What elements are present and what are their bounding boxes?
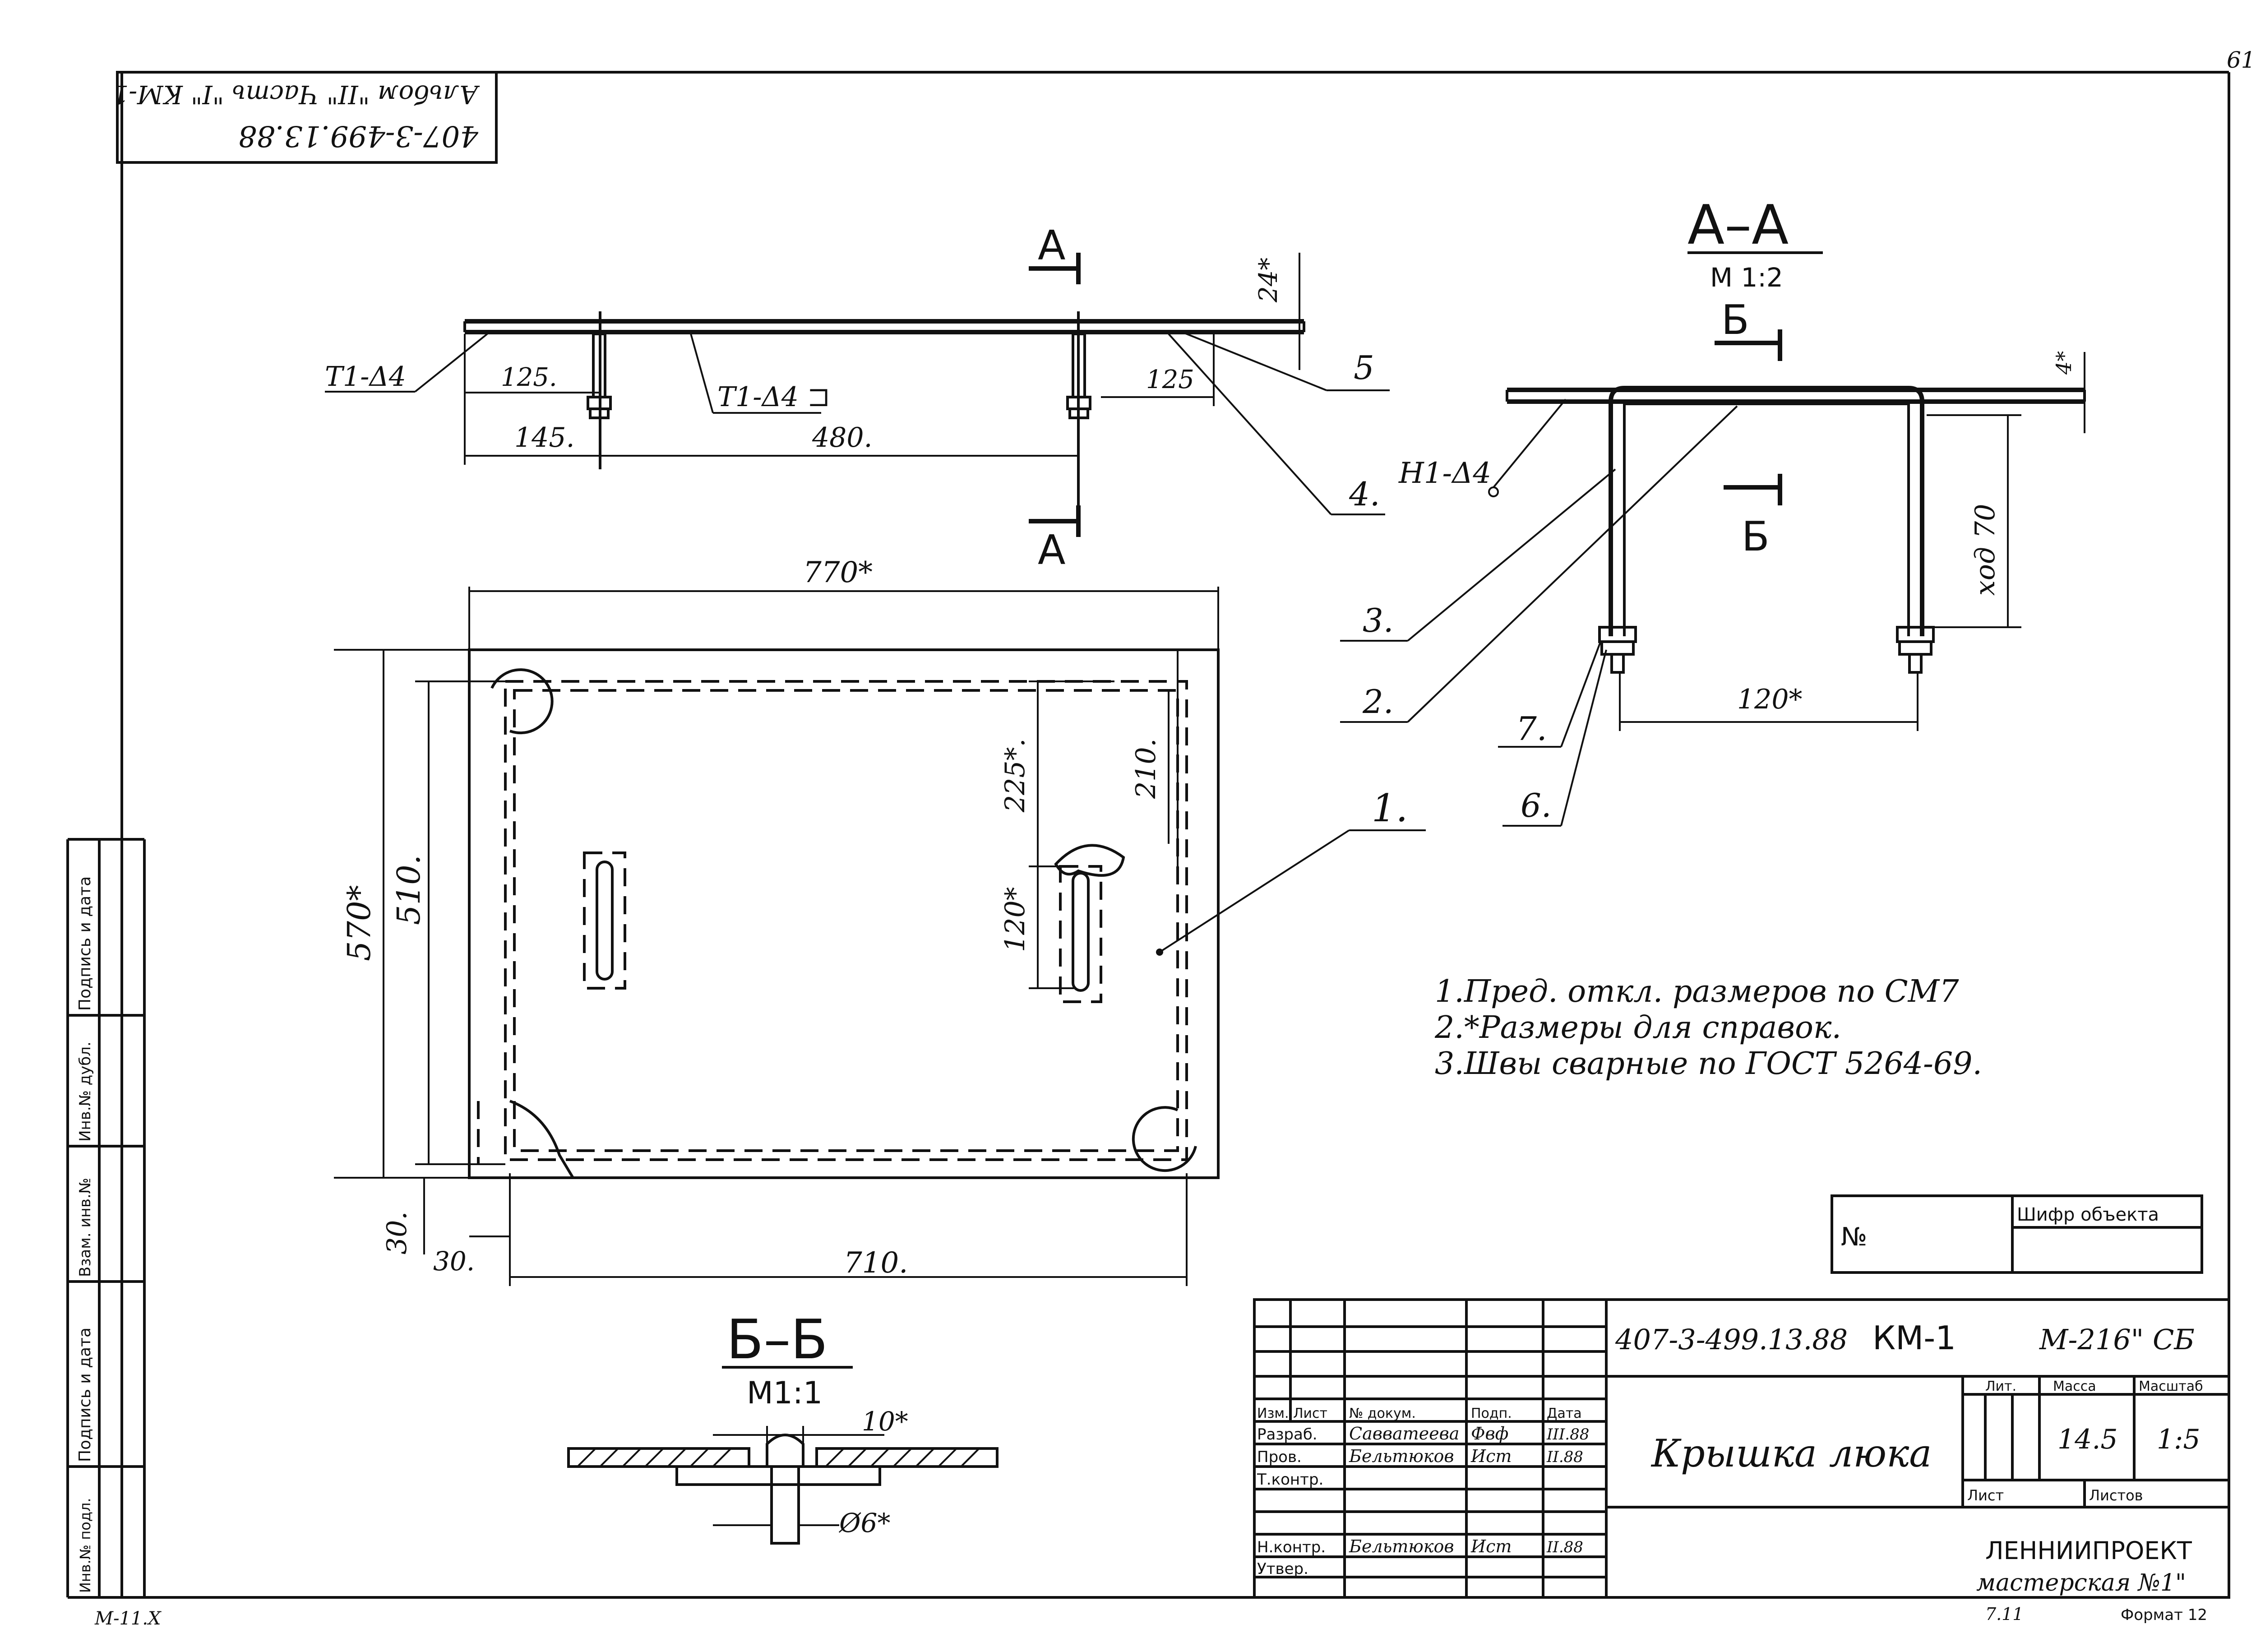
tb-doc-code: 407-3-499.13.88 <box>1615 1323 1848 1356</box>
section-b-b: Б–Б М1:1 10* Ø6* <box>567 1309 999 1545</box>
tb-sheets-label: Листов <box>2089 1487 2143 1504</box>
tb-lit-label: Лит. <box>1985 1379 2016 1394</box>
section-aa-title: А–А <box>1687 194 1789 257</box>
rotated-stamp: 407-3-499.13.88 Альбом "II" Часть "I" КМ… <box>113 71 498 164</box>
note-2: 2.*Размеры для справок. <box>1434 1010 1841 1046</box>
strip-label-4: Подпись и дата <box>76 1328 94 1462</box>
tb-col-date: Дата <box>1547 1406 1582 1421</box>
dim-125-left: 125. <box>501 363 557 392</box>
tb-date-1: II.88 <box>1546 1448 1583 1466</box>
dim-120-slot: 120* <box>999 887 1031 952</box>
dim-stroke-70: ход 70 <box>1969 504 2001 596</box>
stamp-line-1: 407-3-499.13.88 <box>238 119 479 153</box>
dim-4: 4* <box>2052 351 2076 375</box>
tb-mass-label: Масса <box>2053 1379 2096 1394</box>
label-h1: Н1-Δ4 <box>1398 457 1491 490</box>
tb-workshop: мастерская №1" <box>1976 1569 2186 1596</box>
section-bb-scale: М1:1 <box>747 1375 823 1411</box>
tb-role-4: Н.контр. <box>1257 1538 1326 1556</box>
tb-name: Крышка люка <box>1650 1431 1932 1476</box>
strip-label-5: Инв.№ подл. <box>77 1498 94 1593</box>
tb-role-2: Т.контр. <box>1257 1471 1323 1489</box>
note-3: 3.Швы сварные по ГОСТ 5264-69. <box>1435 1046 1982 1082</box>
dim-510: 510. <box>390 855 427 925</box>
tb-name-1: Бельтюков <box>1349 1446 1454 1466</box>
tb-sheet-label: Лист <box>1967 1487 2004 1504</box>
sheet-frame <box>68 71 2230 1599</box>
notes: 1.Пред. откл. размеров по СМ7 2.*Размеры… <box>1434 974 1982 1082</box>
section-aa-scale: М 1:2 <box>1710 262 1783 293</box>
section-bb-title: Б–Б <box>726 1309 828 1371</box>
tb-role-0: Разраб. <box>1257 1425 1318 1444</box>
strip-label-1: Подпись и дата <box>76 876 94 1011</box>
plan-view: 770* 570* 510. 30. 710. 30. 225*. <box>334 556 1426 1286</box>
tb-mark: КМ-1 <box>1872 1319 1956 1357</box>
label-part-5: 5 <box>1354 349 1374 387</box>
tb-scale-label: Масштаб <box>2139 1379 2203 1394</box>
callout-3: 3. <box>1363 602 1394 639</box>
object-cipher-label: Шифр объекта <box>2017 1204 2159 1225</box>
strip-label-3: Взам. инв.№ <box>76 1178 94 1277</box>
tb-name-4: Бельтюков <box>1349 1536 1454 1556</box>
dim-710: 710. <box>844 1246 908 1280</box>
section-b-mark-mid: Б <box>1742 513 1770 560</box>
section-a-a: А–А М 1:2 Б Б ход 70 120* 4* Н1-Δ4 <box>1340 194 2086 827</box>
tb-org: ЛЕННИИПРОЕКТ <box>1985 1536 2192 1565</box>
tb-col-sign: Подп. <box>1471 1406 1512 1421</box>
callout-2: 2. <box>1362 683 1394 721</box>
tb-sign-1: Ист <box>1470 1446 1512 1466</box>
object-cipher-box: № Шифр объекта <box>1831 1194 2203 1274</box>
label-part-4: 4. <box>1349 475 1380 513</box>
footer-right: Формат 12 <box>2121 1606 2207 1624</box>
page-number: 61 <box>2227 47 2256 73</box>
strip-label-2: Инв.№ дубл. <box>76 1041 94 1142</box>
callout-6: 6. <box>1521 787 1552 824</box>
dim-24: 24* <box>1254 258 1283 303</box>
label-t1-left: Т1-Δ4 <box>325 361 406 393</box>
tb-col-doc: № докум. <box>1349 1406 1416 1421</box>
top-view: А А 125. 145. 480. 125 24* Т1-Δ4 Т1-Δ4 ⊐… <box>325 222 1390 574</box>
dim-30-vert: 30. <box>381 1212 413 1254</box>
dim-145: 145. <box>514 422 575 453</box>
side-strip: Подпись и дата Инв.№ дубл. Взам. инв.№ П… <box>66 838 146 1597</box>
tb-name-0: Савватеева <box>1349 1424 1459 1444</box>
tb-col-izm: Изм. <box>1257 1406 1289 1421</box>
tb-role-5: Утвер. <box>1257 1560 1308 1578</box>
tb-sign-4: Ист <box>1470 1536 1512 1556</box>
section-mark-a-bottom: А <box>1038 527 1066 574</box>
tb-date-0: III.88 <box>1546 1425 1589 1444</box>
tb-drawing-no: М-216" СБ <box>2039 1323 2195 1356</box>
dim-225: 225*. <box>999 738 1031 813</box>
dim-30-horiz: 30. <box>433 1246 475 1277</box>
dim-d6: Ø6* <box>838 1508 890 1538</box>
label-t1-mid: Т1-Δ4 ⊐ <box>717 381 830 413</box>
object-no-label: № <box>1841 1222 1867 1252</box>
tb-role-1: Пров. <box>1257 1448 1302 1466</box>
tb-mass: 14.5 <box>2057 1424 2118 1455</box>
dim-570: 570* <box>341 885 378 961</box>
callout-7: 7. <box>1516 710 1547 748</box>
callout-1: 1. <box>1372 786 1408 830</box>
dim-210: 210. <box>1130 738 1162 799</box>
dim-10: 10* <box>862 1406 908 1437</box>
dim-770: 770* <box>803 556 873 589</box>
bottom-left-text: М-11.Х <box>94 1608 162 1629</box>
tb-sign-0: Фвф <box>1471 1424 1508 1444</box>
dim-125-right: 125 <box>1146 365 1194 394</box>
stamp-line-2: Альбом "II" Часть "I" КМ-1 <box>113 79 480 109</box>
note-1: 1.Пред. откл. размеров по СМ7 <box>1435 974 1959 1009</box>
footer-left: 7.11 <box>1985 1604 2024 1624</box>
section-b-mark-top: Б <box>1721 296 1749 344</box>
tb-col-list: Лист <box>1293 1406 1327 1421</box>
section-mark-a-top: А <box>1038 222 1066 269</box>
title-block: Изм. Лист № докум. Подп. Дата Разраб. Са… <box>1253 1298 2230 1599</box>
tb-scale: 1:5 <box>2157 1424 2201 1455</box>
dim-120-span: 120* <box>1737 684 1803 715</box>
dim-480: 480. <box>812 422 873 453</box>
tb-date-4: II.88 <box>1546 1538 1583 1556</box>
